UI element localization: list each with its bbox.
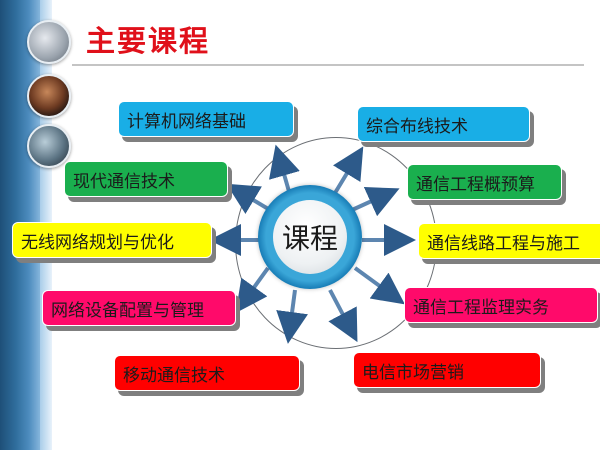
course-box-wireless: 无线网络规划与优化 <box>12 222 212 258</box>
business-photo-icon <box>27 20 71 64</box>
course-box-network-device: 网络设备配置与管理 <box>42 290 236 326</box>
people-walking-photo-icon <box>27 124 71 168</box>
person-photo-icon <box>27 74 71 118</box>
course-box-budget: 通信工程概预算 <box>407 164 562 200</box>
course-box-cabling: 综合布线技术 <box>357 106 530 142</box>
course-box-telecom-marketing: 电信市场营销 <box>353 352 541 388</box>
title-divider <box>72 64 584 66</box>
page-title: 主要课程 <box>86 24 211 58</box>
course-box-line-engineering: 通信线路工程与施工 <box>418 223 600 259</box>
course-box-modern-comm: 现代通信技术 <box>64 161 228 197</box>
course-box-mobile-comm: 移动通信技术 <box>114 355 300 391</box>
course-hub: 课程 <box>258 185 362 289</box>
course-box-computer-network: 计算机网络基础 <box>118 101 294 137</box>
course-box-supervision: 通信工程监理实务 <box>404 287 598 323</box>
hub-label: 课程 <box>273 200 347 274</box>
